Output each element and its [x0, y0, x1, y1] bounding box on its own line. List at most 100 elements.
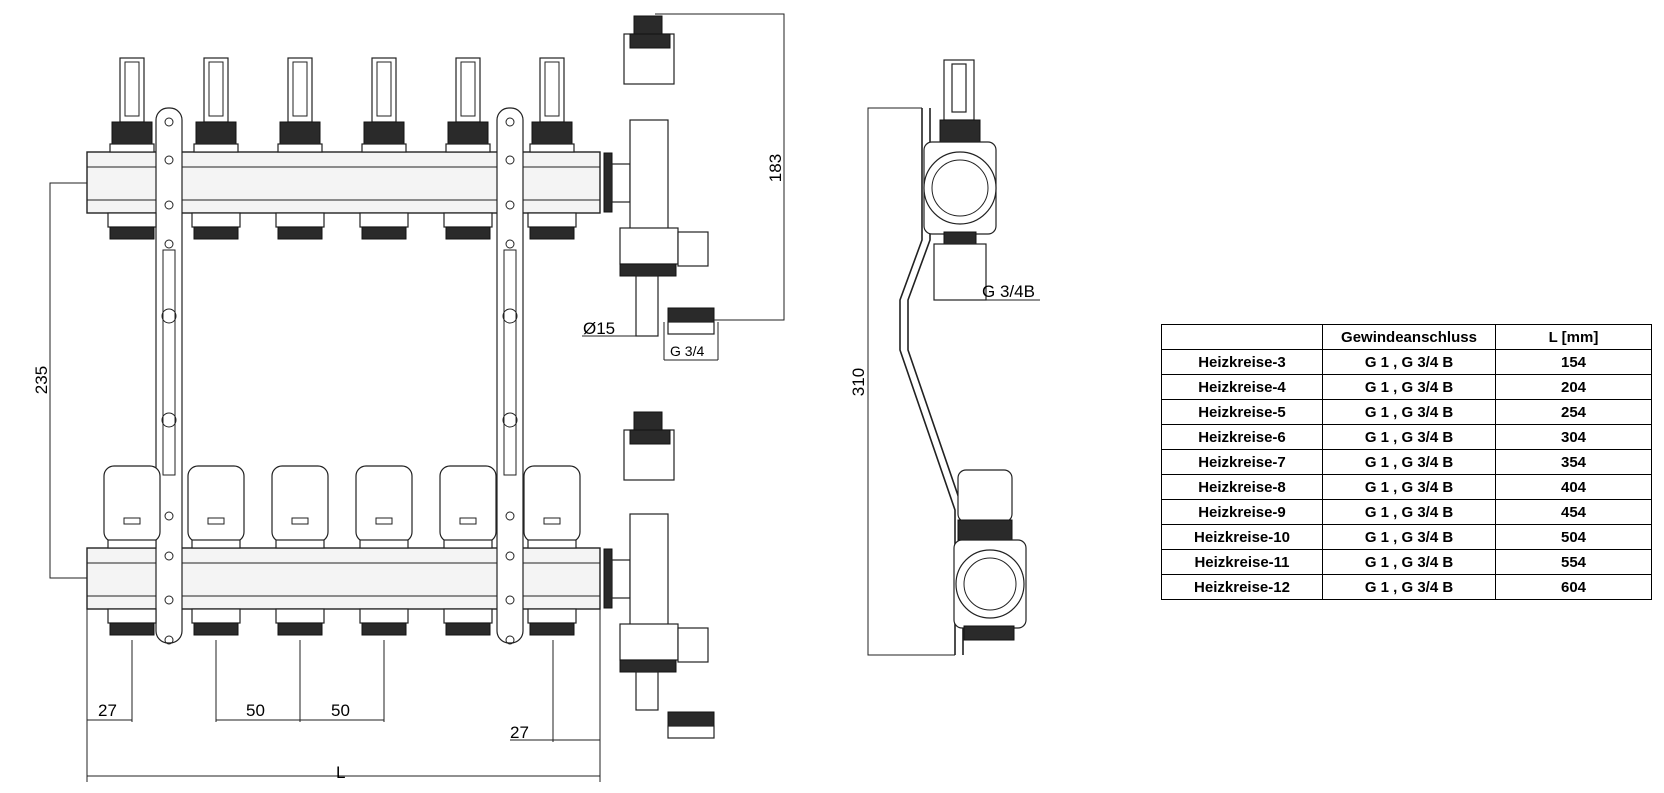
valve-cap-base — [275, 539, 325, 549]
upper-outlet-thread — [445, 226, 491, 240]
table-header-row: Gewindeanschluss L [mm] — [1161, 324, 1652, 350]
dimension-bottom: L 27 50 50 27 — [86, 609, 601, 782]
table-cell: Heizkreise-4 — [1161, 374, 1323, 400]
upper-outlet-thread — [361, 226, 407, 240]
table-cell: G 1 , G 3/4 B — [1322, 524, 1496, 550]
dim-label-total-length: L — [336, 763, 345, 782]
flow-meter-nut — [447, 121, 489, 145]
valve-cap-indicator — [207, 517, 225, 525]
side-bracket-profile — [899, 108, 956, 655]
valve-cap-base — [443, 539, 493, 549]
upper-outlet-nut — [527, 212, 577, 228]
upper-outlet-nut — [443, 212, 493, 228]
table-cell: G 1 , G 3/4 B — [1322, 349, 1496, 375]
flow-meter — [203, 57, 229, 123]
table-cell: 154 — [1495, 349, 1652, 375]
table-cell: Heizkreise-12 — [1161, 574, 1323, 600]
table-cell: 254 — [1495, 399, 1652, 425]
valve-cap-indicator — [543, 517, 561, 525]
flow-meter-glass — [208, 61, 224, 117]
flow-meter — [371, 57, 397, 123]
flow-meter-nut — [279, 121, 321, 145]
valve-cap — [103, 465, 161, 543]
table-cell: Heizkreise-5 — [1161, 399, 1323, 425]
lower-outlet-nut — [359, 608, 409, 624]
valve-cap-indicator — [291, 517, 309, 525]
dim-label-side-thread: G 3/4B — [982, 282, 1035, 301]
lower-outlet-thread — [277, 622, 323, 636]
table-cell: G 1 , G 3/4 B — [1322, 549, 1496, 575]
valve-cap — [187, 465, 245, 543]
flow-meter — [119, 57, 145, 123]
lower-outlet-thread — [361, 622, 407, 636]
table-cell: 604 — [1495, 574, 1652, 600]
table-cell: 304 — [1495, 424, 1652, 450]
table-cell: 404 — [1495, 474, 1652, 500]
upper-outlet-thread — [193, 226, 239, 240]
dim-label-offset-left: 27 — [98, 701, 117, 720]
table-cell: 504 — [1495, 524, 1652, 550]
side-assembly-upper: G 3/4B — [923, 59, 1040, 301]
lower-outlet-thread — [529, 622, 575, 636]
flow-meter-glass — [376, 61, 392, 117]
dim-label-310: 310 — [849, 368, 868, 396]
flow-meter-base — [277, 143, 323, 153]
lower-outlet-nut — [443, 608, 493, 624]
dim-label-spacing-1: 50 — [246, 701, 265, 720]
table-cell: G 1 , G 3/4 B — [1322, 474, 1496, 500]
flow-meter-glass — [292, 61, 308, 117]
valve-cap-base — [191, 539, 241, 549]
valve-cap — [439, 465, 497, 543]
upper-outlet-nut — [191, 212, 241, 228]
upper-outlet-nut — [275, 212, 325, 228]
valve-cap-indicator — [123, 517, 141, 525]
upper-outlet-thread — [109, 226, 155, 240]
flow-meter-base — [361, 143, 407, 153]
table-cell: Heizkreise-3 — [1161, 349, 1323, 375]
lower-outlet-thread — [445, 622, 491, 636]
flow-meter-nut — [363, 121, 405, 145]
lower-outlet-thread — [109, 622, 155, 636]
valve-cap — [523, 465, 581, 543]
lower-outlet-thread — [193, 622, 239, 636]
side-view: 310 G 3/4B — [849, 59, 1040, 656]
table-header-cell: Gewindeanschluss — [1322, 324, 1496, 350]
mounting-bracket-right — [496, 107, 524, 645]
table-cell: 454 — [1495, 499, 1652, 525]
table-cell: G 1 , G 3/4 B — [1322, 449, 1496, 475]
table-header-cell: L [mm] — [1495, 324, 1652, 350]
table-cell: Heizkreise-9 — [1161, 499, 1323, 525]
flow-meter — [287, 57, 313, 123]
lower-outlet-nut — [107, 608, 157, 624]
table-header-cell — [1161, 324, 1323, 350]
lower-outlet-nut — [275, 608, 325, 624]
table-cell: Heizkreise-8 — [1161, 474, 1323, 500]
flow-meter-base — [109, 143, 155, 153]
lower-outlet-nut — [527, 608, 577, 624]
upper-outlet-nut — [359, 212, 409, 228]
valve-cap-indicator — [459, 517, 477, 525]
table-cell: 554 — [1495, 549, 1652, 575]
valve-cap — [355, 465, 413, 543]
table-cell: G 1 , G 3/4 B — [1322, 499, 1496, 525]
mounting-bracket-left — [155, 107, 183, 645]
valve-cap — [271, 465, 329, 543]
upper-outlet-nut — [107, 212, 157, 228]
flow-meter-base — [445, 143, 491, 153]
flow-meter-nut — [111, 121, 153, 145]
flow-meter-glass — [460, 61, 476, 117]
dimension-vent-height: 183 — [655, 13, 785, 321]
front-view: 235 183 Ø15 G 3/4 L 27 — [32, 13, 785, 782]
vent-drain-assembly-upper — [603, 15, 715, 337]
flow-meter-nut — [531, 121, 573, 145]
